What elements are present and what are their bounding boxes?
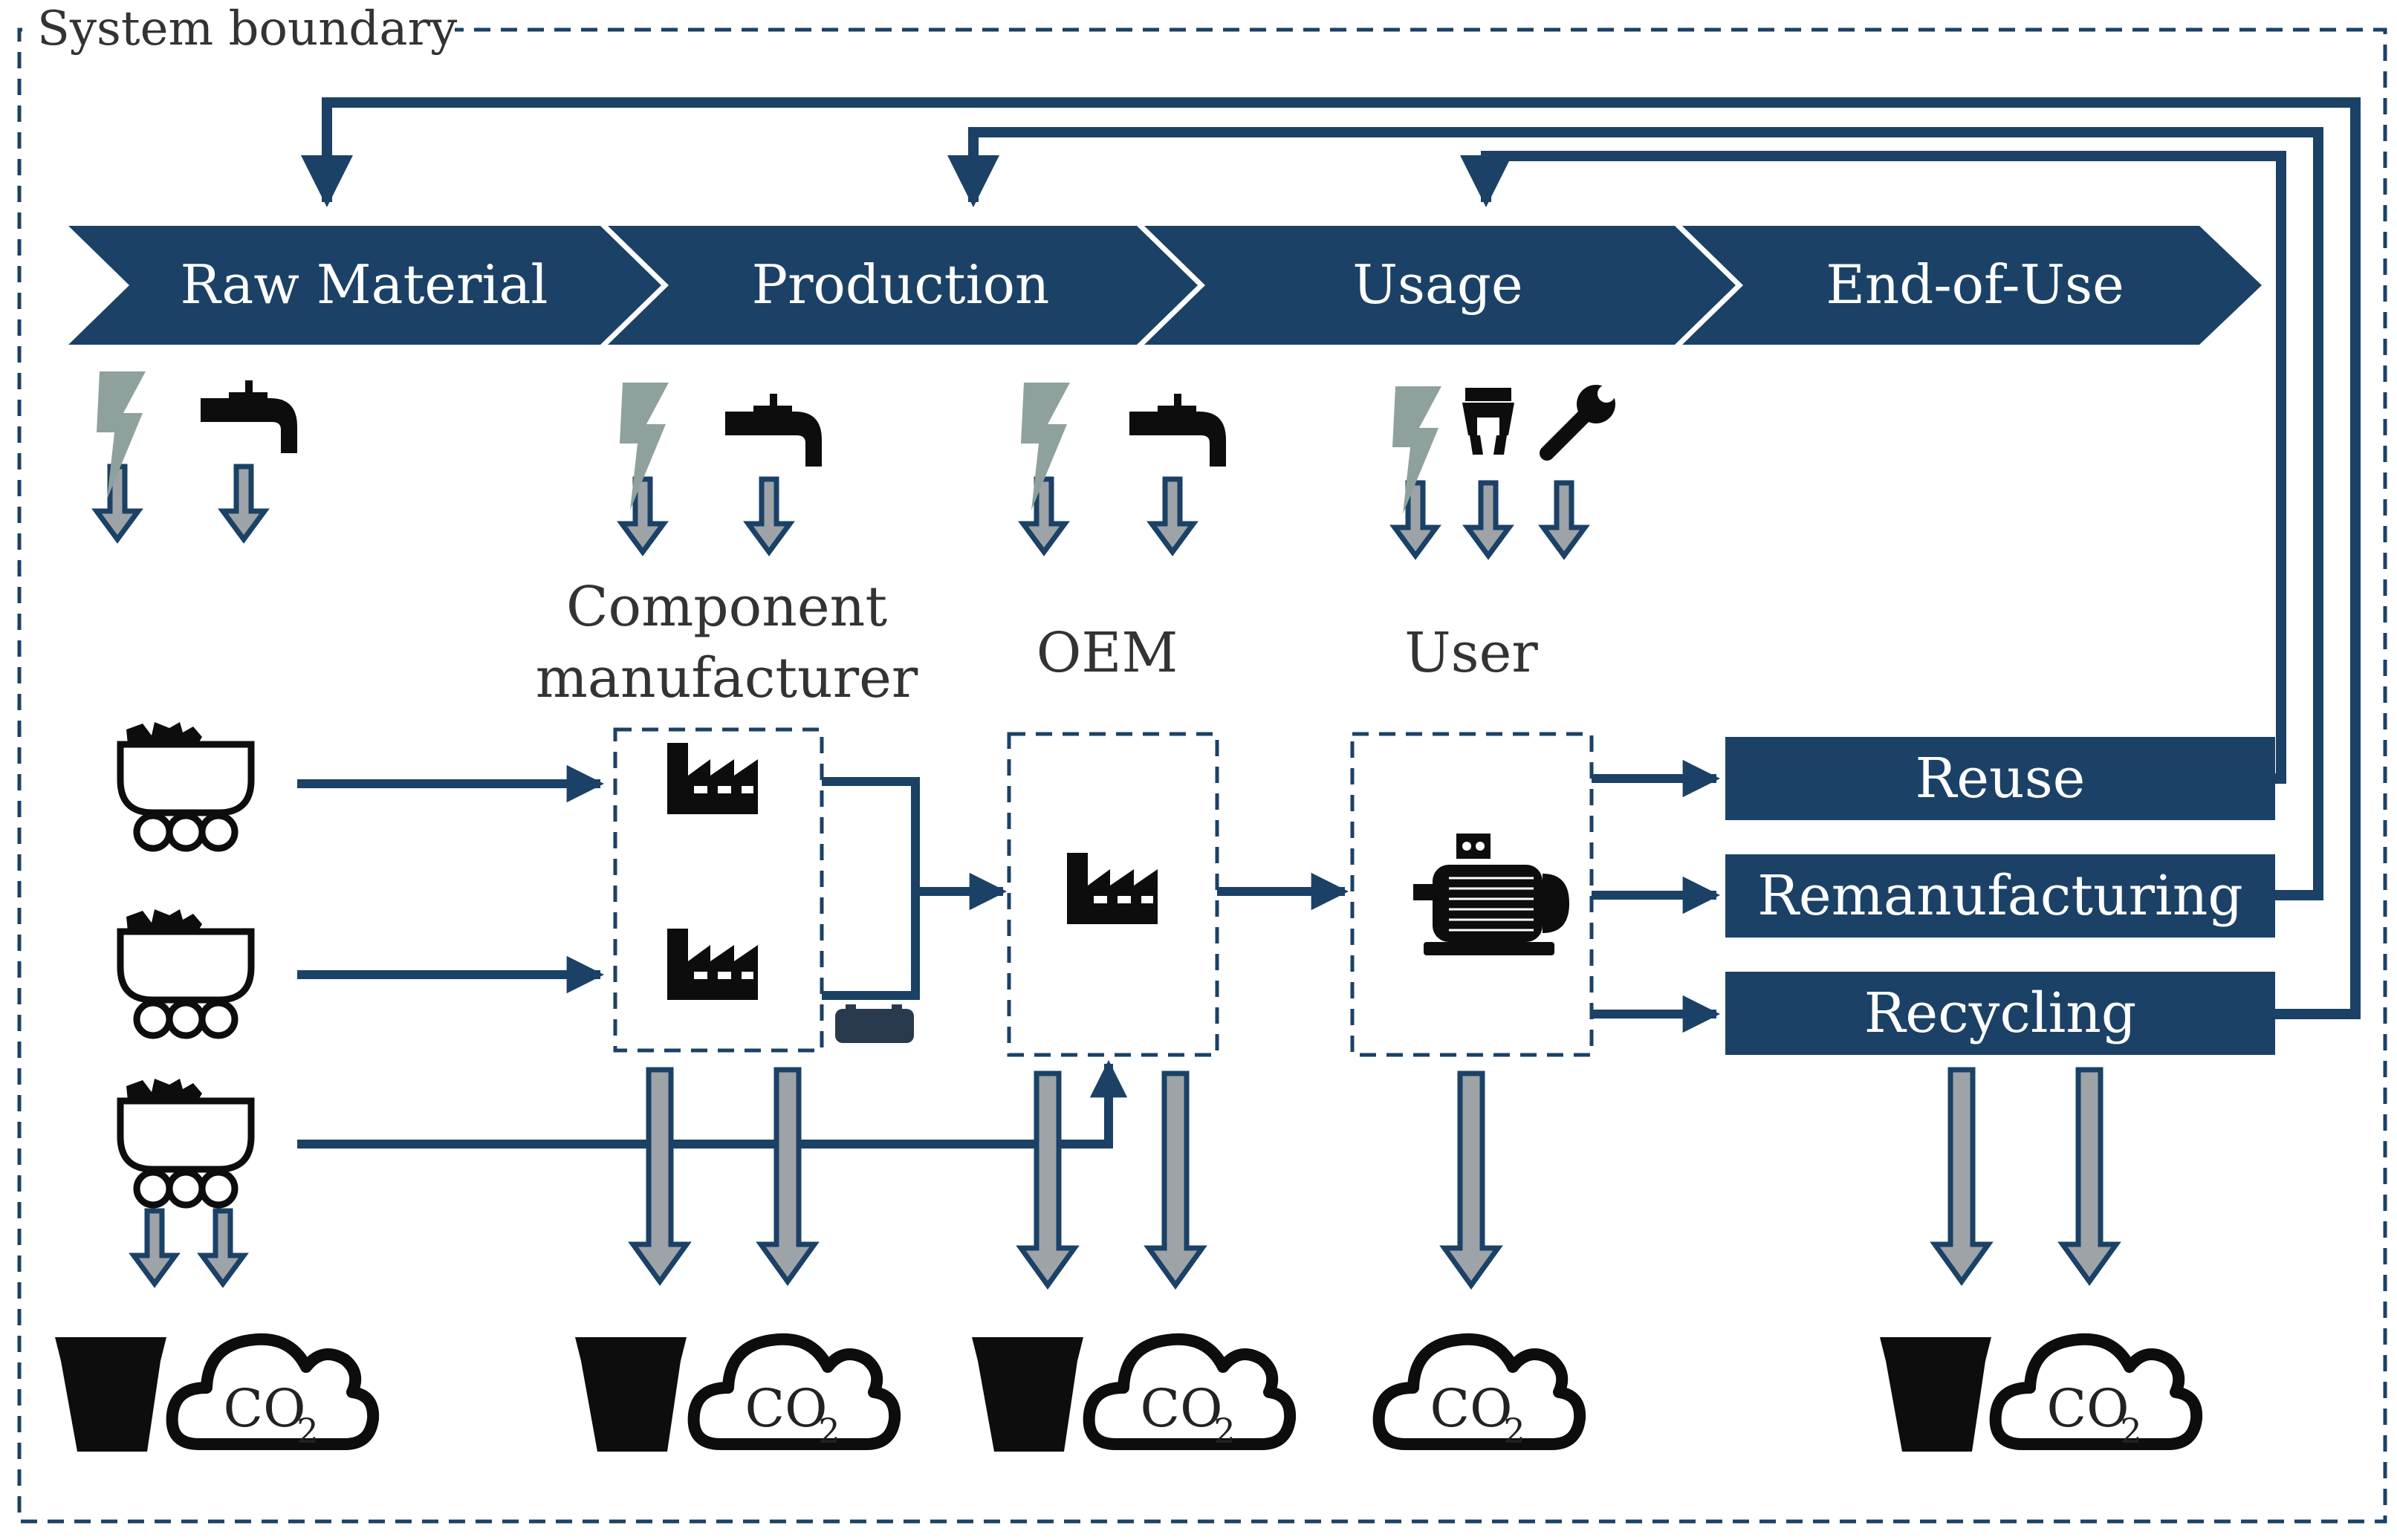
phase-usage [1144, 226, 1736, 345]
recycling-box [1725, 972, 2275, 1055]
reuse-return-loop [1460, 151, 2286, 784]
factory-icon [667, 929, 758, 1000]
component-icon [835, 1004, 914, 1043]
oem-label: OEM [1037, 621, 1178, 685]
phase-label-usage: Usage [1352, 253, 1522, 316]
svg-text:2: 2 [1503, 1411, 1525, 1451]
svg-text:2: 2 [2120, 1411, 2141, 1451]
remanufacturing-box [1725, 854, 2275, 938]
water-tap-icon [1129, 394, 1226, 467]
svg-text:CO: CO [1141, 1378, 1223, 1439]
return-loops [301, 97, 2361, 1019]
phase-label-end-of-use: End-of-Use [1826, 253, 2124, 316]
phase-raw-material [68, 226, 661, 345]
remanufacturing-label: Remanufacturing [1757, 864, 2243, 928]
co2-cloud-icon: CO 2 [1996, 1339, 2196, 1451]
water-arrow [1152, 479, 1193, 552]
reuse-label: Reuse [1916, 747, 2086, 810]
system-boundary [17, 27, 2387, 1524]
waste-arrow [633, 1070, 687, 1281]
emission-arrow [1149, 1073, 1202, 1285]
svg-text:2: 2 [1213, 1411, 1235, 1451]
recycling-return-loop [301, 97, 2361, 1019]
component-manufacturer-label: Component [566, 575, 887, 639]
svg-text:2: 2 [818, 1411, 840, 1451]
svg-text:CO: CO [1430, 1378, 1513, 1439]
factory-icon [1067, 853, 1158, 924]
waste-bin-icon [55, 1337, 166, 1452]
svg-text:CO: CO [224, 1378, 306, 1439]
end-of-use-options: Reuse Remanufacturing Recycling [1725, 737, 2275, 1055]
output-arrows [633, 1070, 2116, 1285]
factory-icon [667, 743, 758, 814]
co2-cloud-icon: CO 2 [172, 1339, 373, 1451]
emission-arrow [2063, 1070, 2116, 1281]
energy-arrow [1395, 483, 1436, 556]
energy-arrow [622, 479, 664, 552]
user-label: User [1404, 621, 1538, 685]
waste-bin-icon [972, 1337, 1083, 1452]
remanufacturing-return-loop [947, 127, 2323, 900]
maintenance-arrow [1467, 483, 1509, 556]
svg-text:2: 2 [296, 1411, 318, 1451]
water-arrow [223, 467, 265, 539]
wrench-icon [1540, 385, 1615, 461]
raw-material-waste-arrow [134, 1211, 175, 1284]
emission-arrow [761, 1070, 814, 1281]
water-tap-icon [725, 394, 822, 467]
resource-inputs [97, 371, 1615, 556]
phase-label-raw-material: Raw Material [181, 253, 548, 316]
co2-cloud-icon: CO 2 [694, 1339, 895, 1451]
waste-bin-icon [575, 1337, 687, 1452]
waste-arrow [1935, 1070, 1988, 1281]
gripper-icon [1462, 388, 1514, 455]
component-manufacturer-label: manufacturer [536, 646, 918, 710]
electric-motor-icon [1413, 834, 1569, 955]
svg-text:CO: CO [745, 1378, 828, 1439]
svg-text:CO: CO [2047, 1378, 2130, 1439]
mine-cart-icon [120, 909, 251, 1036]
co2-cloud-icon: CO 2 [1379, 1339, 1580, 1451]
water-tap-icon [201, 380, 297, 453]
energy-arrow [97, 467, 138, 539]
oem-box [1007, 732, 1219, 1057]
waste-arrow [1021, 1073, 1074, 1285]
waste-bin-icon [1880, 1337, 1991, 1452]
reuse-box [1725, 737, 2275, 820]
raw-material-emission-arrow [202, 1211, 244, 1284]
material-flows [297, 759, 1721, 1148]
phase-label-production: Production [752, 253, 1050, 316]
phase-end-of-use [1682, 226, 2262, 345]
energy-arrow [1023, 479, 1065, 552]
water-arrow [748, 479, 790, 552]
mine-cart-icon [120, 1079, 251, 1205]
emission-arrow [1444, 1073, 1498, 1285]
component-manufacturer-box [613, 727, 824, 1053]
phase-chevrons: Raw Material Production Usage End-of-Use [68, 226, 2262, 345]
maintenance-arrow [1543, 483, 1585, 556]
co2-cloud-icon: CO 2 [1089, 1339, 1290, 1451]
recycling-label: Recycling [1864, 981, 2137, 1045]
system-boundary-label: System boundary [37, 1, 457, 56]
user-box [1350, 732, 1594, 1057]
mine-cart-icon [120, 722, 251, 848]
phase-production [608, 226, 1198, 345]
